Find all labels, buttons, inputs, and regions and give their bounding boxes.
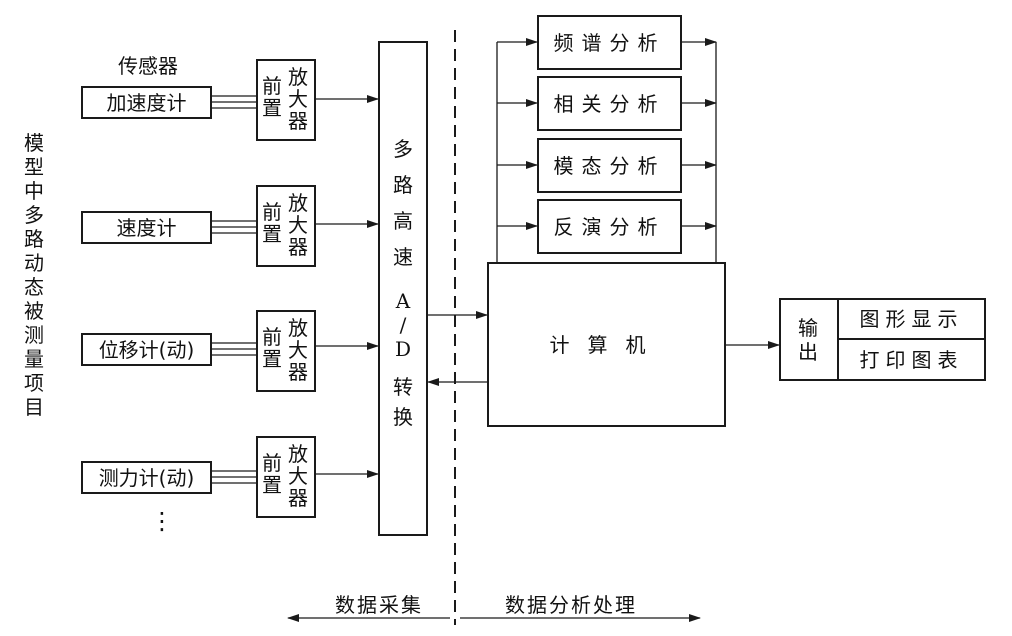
ad-char: 高 [393, 209, 413, 233]
computer: 计算机 [487, 262, 726, 427]
preamp-4: 前置 放大器 [256, 436, 316, 518]
analysis-label: 相关分析 [553, 91, 666, 116]
ad-char: 路 [393, 173, 413, 197]
preamp-left-label: 前置 [262, 200, 282, 246]
computer-label: 计算机 [549, 332, 664, 357]
output-print-chart: 打印图表 [859, 347, 964, 372]
ad-char: 多 [393, 137, 413, 161]
output-box: 输出 图形显示 打印图表 [779, 298, 986, 381]
preamp-right-label: 放大器 [288, 65, 308, 133]
analysis-label: 模态分析 [553, 153, 666, 178]
ad-char: 换 [393, 405, 413, 429]
sensor-accelerometer: 加速度计 [81, 86, 212, 119]
output-label: 输出 [781, 300, 839, 379]
sensor-force: 测力计(动) [81, 461, 212, 494]
ellipsis: ⋮ [150, 507, 174, 535]
label-data-analysis: 数据分析处理 [505, 593, 637, 617]
sensor-label: 速度计 [116, 215, 177, 240]
sensor-displacement: 位移计(动) [81, 333, 212, 366]
sensor-label: 位移计(动) [98, 337, 195, 362]
preamp-right-label: 放大器 [288, 316, 308, 384]
label-data-acquisition: 数据采集 [335, 593, 423, 617]
preamp-1: 前置 放大器 [256, 59, 316, 141]
preamp-left-label: 前置 [262, 74, 282, 120]
analysis-inversion: 反演分析 [537, 199, 682, 254]
preamp-left-label: 前置 [262, 451, 282, 497]
analysis-modal: 模态分析 [537, 138, 682, 193]
preamp-right-label: 放大器 [288, 442, 308, 510]
analysis-correlation: 相关分析 [537, 76, 682, 131]
analysis-spectrum: 频谱分析 [537, 15, 682, 70]
output-graphic-display: 图形显示 [839, 300, 984, 340]
ad-converter: 多 路 高 速 A / D 转 换 [378, 41, 428, 536]
preamp-3: 前置 放大器 [256, 310, 316, 392]
analysis-label: 频谱分析 [553, 30, 666, 55]
preamp-2: 前置 放大器 [256, 185, 316, 267]
ad-char: 转 [393, 375, 413, 399]
sensor-header: 传感器 [118, 54, 178, 78]
vertical-title: 模型中多路动态被测量项目 [24, 131, 44, 419]
ad-char: 速 [393, 245, 413, 269]
ad-char: / [399, 313, 407, 337]
analysis-label: 反演分析 [553, 214, 666, 239]
sensor-label: 测力计(动) [98, 465, 195, 490]
sensor-velocimeter: 速度计 [81, 211, 212, 244]
ad-char: A [395, 289, 411, 313]
preamp-left-label: 前置 [262, 325, 282, 371]
ad-char: D [394, 337, 412, 361]
preamp-right-label: 放大器 [288, 191, 308, 259]
sensor-label: 加速度计 [106, 90, 187, 115]
